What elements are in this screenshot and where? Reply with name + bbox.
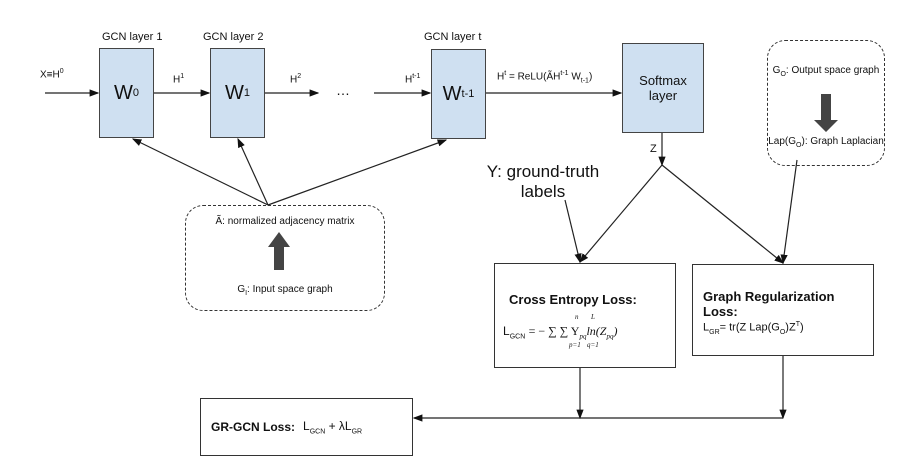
graph-regularization-title: Graph Regularization Loss: xyxy=(703,289,835,319)
output-graph-box: GO: Output space graph Lap(GO): Graph La… xyxy=(767,40,885,166)
graph-regularization-box: Graph Regularization Loss: LGR= tr(Z Lap… xyxy=(692,264,874,356)
ht1-label: Ht-1 xyxy=(405,73,421,86)
layer-title-1: GCN layer 1 xyxy=(102,31,163,43)
cross-entropy-formula: LGCN = − ∑ ∑ Ypqln(Zpq) xyxy=(503,324,618,341)
output-graph-label: GO: Output space graph xyxy=(772,65,880,78)
input-label: X≡H0 xyxy=(40,68,64,81)
input-graph-label: GI: Input space graph xyxy=(237,284,333,297)
arrow-lap-gr xyxy=(780,159,798,265)
graph-regularization-formula: LGR= tr(Z Lap(GO)ZT) xyxy=(703,321,804,336)
h2-label: H2 xyxy=(290,73,302,86)
total-loss-formula: LGCN + λLGR xyxy=(303,418,363,436)
cross-entropy-box: Cross Entropy Loss: LGCN = − ∑ ∑ Ypqln(Z… xyxy=(494,263,676,368)
big-arrow-up-icon xyxy=(268,232,290,270)
softmax-layer: Softmax layer xyxy=(622,43,704,133)
layer-title-t: GCN layer t xyxy=(424,31,482,43)
adjacency-label: Ã: normalized adjacency matrix xyxy=(215,216,355,227)
cross-entropy-title: Cross Entropy Loss: xyxy=(509,292,637,307)
sum2-lower: q=1 xyxy=(587,341,599,349)
arrow-adj-w1 xyxy=(237,137,269,206)
sum1-upper: n xyxy=(575,313,579,321)
total-loss-box: GR-GCN Loss: LGCN + λLGR xyxy=(200,398,413,456)
layer-title-2: GCN layer 2 xyxy=(203,31,264,43)
ht-formula: Ht = ReLU(ÃHt-1 Wt-1) xyxy=(497,70,593,85)
sum1-lower: p=1 xyxy=(569,341,581,349)
z-label: Z xyxy=(650,143,657,155)
big-arrow-down-icon xyxy=(814,94,838,132)
arrow-adj-wt xyxy=(267,139,448,206)
arrow-adj-w0 xyxy=(131,138,269,206)
input-graph-box: Ã: normalized adjacency matrix GI: Input… xyxy=(185,205,385,311)
total-loss-title: GR-GCN Loss: xyxy=(211,420,295,434)
h1-label: H1 xyxy=(173,73,185,86)
ellipsis: … xyxy=(336,82,350,98)
ground-truth-label: Y: ground-truth labels xyxy=(486,162,600,201)
laplacian-label: Lap(GO): Graph Laplacian xyxy=(768,136,884,149)
sum2-upper: L xyxy=(591,313,595,321)
arrow-y-ce xyxy=(564,199,582,264)
arrow-z-gr xyxy=(661,164,784,264)
arrow-z-ce xyxy=(579,164,663,263)
